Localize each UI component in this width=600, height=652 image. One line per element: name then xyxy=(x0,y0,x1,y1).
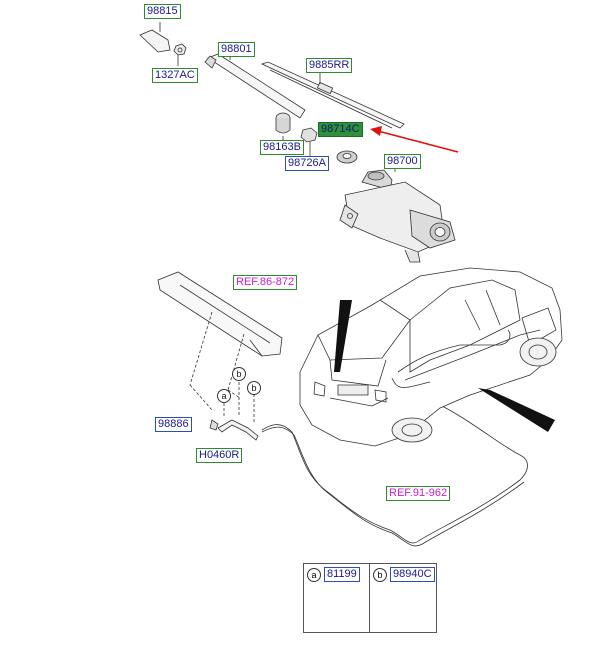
grommet-drawing xyxy=(337,151,357,163)
pivot-cap-drawing xyxy=(276,113,290,142)
legend-code-81199: 81199 xyxy=(324,567,360,582)
part-label-98801: 98801 xyxy=(218,42,255,57)
part-label-98163b: 98163B xyxy=(260,140,304,155)
callout-b-1: b xyxy=(232,367,246,381)
legend-letter-a: a xyxy=(307,567,321,582)
wiper-cap-drawing xyxy=(140,22,170,52)
part-label-98726a: 98726A xyxy=(285,156,329,171)
callout-b-2: b xyxy=(247,381,261,395)
part-label-98700: 98700 xyxy=(384,154,421,169)
legend-letter-b: b xyxy=(373,567,387,582)
part-label-1327ac: 1327AC xyxy=(152,68,198,83)
wiper-motor-drawing xyxy=(340,165,455,262)
part-label-98886: 98886 xyxy=(155,417,192,432)
hose-route-band xyxy=(478,388,555,432)
suv-vehicle-drawing xyxy=(300,268,562,446)
part-label-98714c: 98714C xyxy=(318,122,363,137)
ref-label-91-962[interactable]: REF.91-962 xyxy=(386,486,451,501)
washer-nozzle-bracket-drawing xyxy=(210,420,258,440)
ref-label-86-872[interactable]: REF.86-872 xyxy=(233,275,298,290)
washer-hose-line xyxy=(262,405,528,543)
pointer-arrow xyxy=(370,126,458,152)
wiper-blade-drawing xyxy=(262,62,404,128)
legend-cell-b: b 98940C xyxy=(370,564,435,632)
nut-drawing xyxy=(174,44,186,66)
callout-a: a xyxy=(217,389,231,403)
pivot-nut-drawing xyxy=(301,128,317,158)
fastener-legend: a 81199 b 98940C xyxy=(303,563,437,633)
part-label-h0460r: H0460R xyxy=(196,448,243,463)
legend-cell-a: a 81199 xyxy=(304,564,370,632)
part-label-9885rr: 9885RR xyxy=(306,58,353,73)
tailgate-highlight-band xyxy=(334,300,352,372)
wiper-arm-drawing xyxy=(205,52,305,118)
spoiler-leader-lines xyxy=(190,312,254,423)
part-label-98815: 98815 xyxy=(144,4,181,19)
rear-spoiler-drawing xyxy=(158,272,282,356)
legend-code-98940c: 98940C xyxy=(390,567,435,582)
